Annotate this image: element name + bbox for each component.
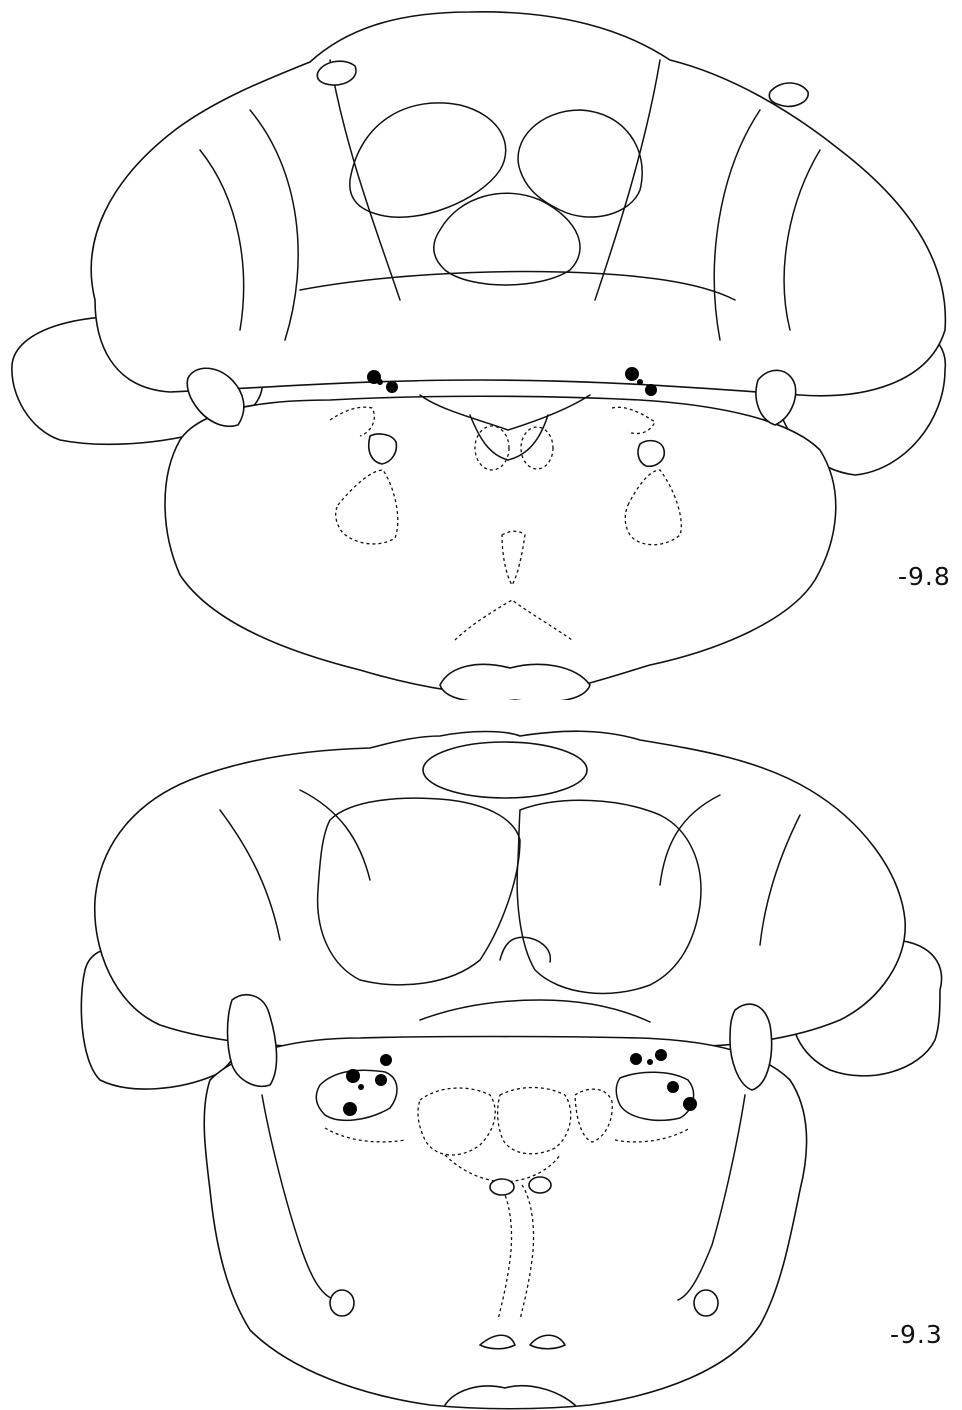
lesion-dot	[637, 379, 643, 385]
top-lobule	[423, 742, 587, 798]
lesion-dot	[358, 1084, 364, 1090]
section-label-upper: -9.8	[898, 562, 951, 591]
lesion-dot	[630, 1053, 642, 1065]
section-label-lower: -9.3	[890, 1320, 943, 1349]
lesion-dot	[346, 1069, 360, 1083]
lesion-dot	[377, 379, 383, 385]
lesion-dot	[667, 1081, 679, 1093]
pyramid-upper	[440, 664, 590, 700]
right-nucleus-b	[638, 441, 664, 467]
lesion-dot	[343, 1102, 357, 1116]
lesion-dot	[655, 1049, 667, 1061]
small-central-oval-left	[490, 1179, 514, 1195]
small-lobule-right	[769, 83, 808, 106]
left-tract-end	[330, 1290, 354, 1316]
coronal-section-upper	[0, 0, 962, 700]
lesion-dot	[386, 381, 398, 393]
lesion-dot	[645, 384, 657, 396]
lesion-dot	[625, 367, 639, 381]
coronal-section-lower	[0, 700, 962, 1410]
lesion-dot	[647, 1059, 653, 1065]
brainstem-upper	[165, 396, 836, 695]
cerebellar-cortex	[91, 12, 945, 396]
lesion-dot	[683, 1097, 697, 1111]
right-tract-end	[694, 1290, 718, 1316]
lesion-dot	[380, 1054, 392, 1066]
small-central-oval-right	[529, 1177, 551, 1193]
lesion-dot	[375, 1074, 387, 1086]
